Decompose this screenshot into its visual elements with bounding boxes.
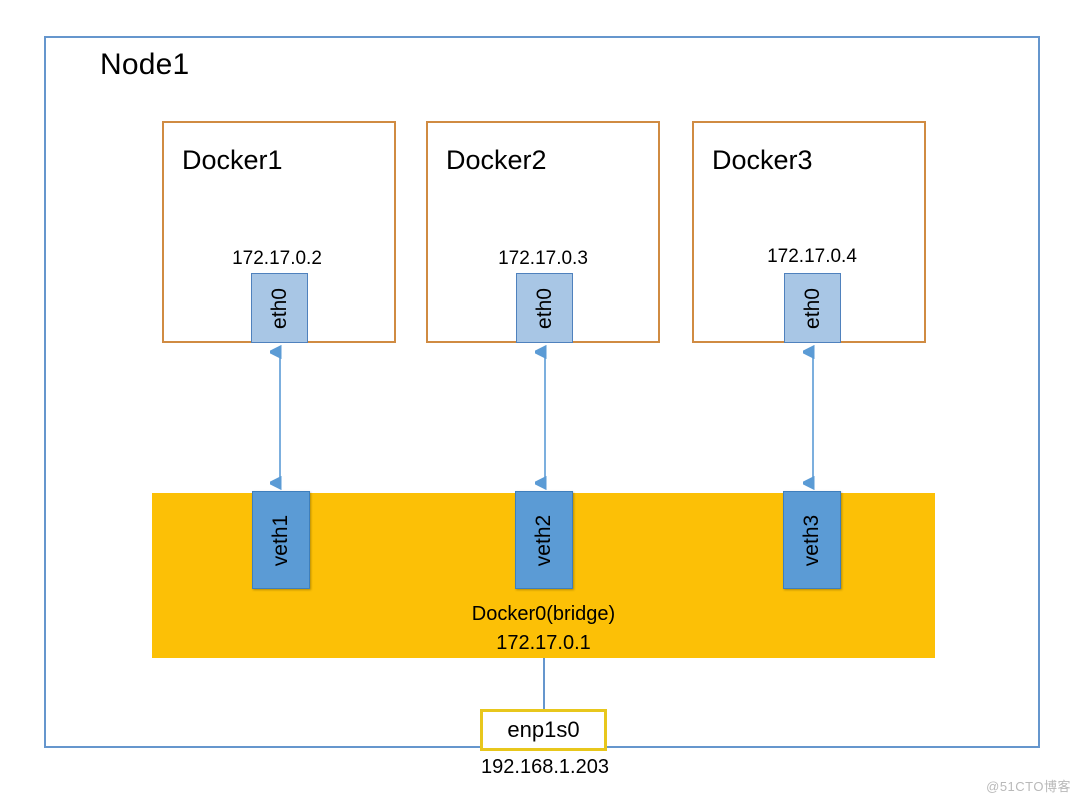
node1-title: Node1	[100, 48, 190, 81]
docker-container-title-3: Docker3	[712, 145, 813, 175]
docker-container-title-1: Docker1	[182, 145, 283, 175]
eth0-interface-label-3: eth0	[801, 287, 824, 329]
watermark: @51CTO博客	[986, 779, 1071, 794]
enp1s0-ip-label: 192.168.1.203	[481, 756, 609, 778]
eth0-interface-box-1: eth0	[251, 273, 308, 343]
eth0-interface-label-1: eth0	[268, 287, 291, 329]
veth-interface-label-1: veth1	[269, 514, 293, 566]
veth-eth0-link-arrow-2	[535, 344, 547, 491]
veth-interface-label-2: veth2	[532, 514, 556, 566]
container-ip-label-1: 172.17.0.2	[232, 248, 322, 269]
veth-interface-label-3: veth3	[800, 514, 824, 566]
container-ip-label-2: 172.17.0.3	[498, 248, 588, 269]
veth-eth0-link-arrow-1	[270, 344, 282, 491]
veth-interface-box-3: veth3	[783, 491, 841, 589]
enp1s0-interface-label: enp1s0	[507, 717, 580, 742]
veth-eth0-link-arrow-3	[803, 344, 815, 491]
docker-container-title-2: Docker2	[446, 145, 547, 175]
eth0-interface-box-3: eth0	[784, 273, 841, 343]
enp1s0-interface-box: enp1s0	[480, 709, 607, 751]
eth0-interface-label-2: eth0	[533, 287, 556, 329]
bridge-uplink-line	[543, 658, 545, 709]
veth-interface-box-1: veth1	[252, 491, 310, 589]
eth0-interface-box-2: eth0	[516, 273, 573, 343]
docker0-bridge-name: Docker0(bridge)	[471, 603, 616, 625]
docker0-bridge-ip: 172.17.0.1	[496, 632, 591, 654]
veth-interface-box-2: veth2	[515, 491, 573, 589]
container-ip-label-3: 172.17.0.4	[767, 246, 857, 267]
